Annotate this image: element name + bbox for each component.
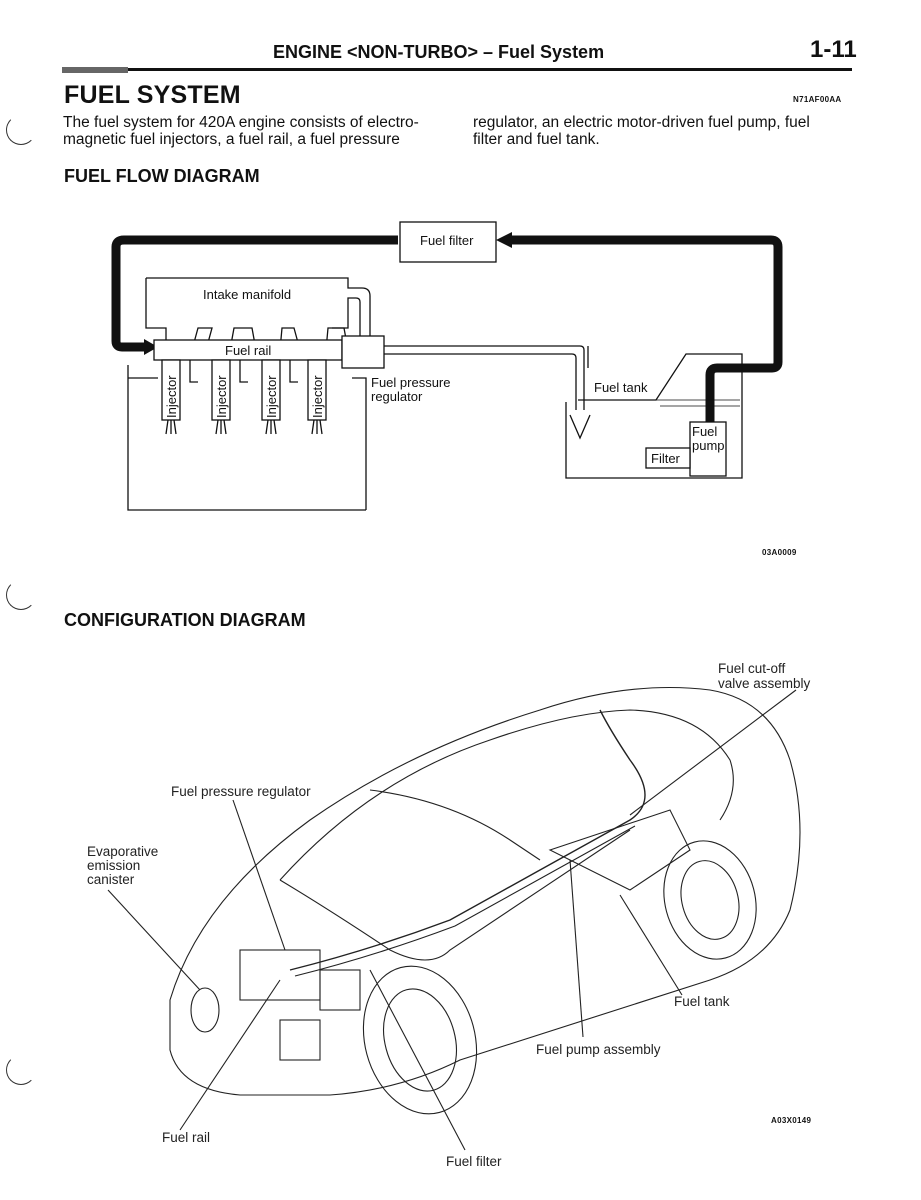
- label-injector-4: Injector: [310, 375, 325, 418]
- label-cutoff-2: valve assembly: [718, 676, 811, 691]
- label-fuel-filter: Fuel filter: [420, 233, 474, 248]
- fuel-tank-shape: [548, 809, 691, 891]
- fuel-line-pump: [505, 235, 783, 422]
- injectors: [161, 359, 327, 435]
- flow-figure-code: 03A0009: [762, 548, 797, 557]
- label-pressure-regulator-2: regulator: [371, 389, 423, 404]
- label-cutoff-1: Fuel cut-off: [718, 661, 786, 676]
- label-fuel-filter: Fuel filter: [446, 1154, 502, 1169]
- intake-manifold: [146, 277, 371, 340]
- intro-column-2: regulator, an electric motor-driven fuel…: [473, 114, 863, 148]
- label-fuel-rail: Fuel rail: [225, 343, 271, 358]
- fuel-filter-box: [399, 221, 497, 263]
- config-diagram-heading: CONFIGURATION DIAGRAM: [64, 610, 306, 630]
- label-pressure-regulator-1: Fuel pressure: [371, 375, 450, 390]
- label-fuel-tank: Fuel tank: [674, 994, 730, 1009]
- config-figure-code: A03X0149: [771, 1116, 812, 1125]
- car-body: [169, 687, 801, 1096]
- running-header-title: ENGINE <NON-TURBO> – Fuel System: [273, 42, 605, 62]
- intro-line: The fuel system for 420A engine consists…: [63, 114, 419, 131]
- flow-diagram-heading: FUEL FLOW DIAGRAM: [64, 166, 260, 186]
- label-fuel-tank: Fuel tank: [594, 380, 648, 395]
- configuration-diagram: Fuel cut-off valve assembly Fuel pressur…: [87, 661, 811, 1169]
- binding-mark: [6, 580, 36, 610]
- pressure-regulator: [341, 335, 385, 369]
- label-fuel-pump-assembly: Fuel pump assembly: [536, 1042, 661, 1057]
- intro-column-1: The fuel system for 420A engine consists…: [63, 114, 453, 148]
- binding-mark: [6, 115, 36, 145]
- canister: [190, 987, 220, 1033]
- engine-block: [239, 949, 321, 1001]
- label-evap-3: canister: [87, 872, 135, 887]
- return-line: [384, 345, 585, 410]
- label-filter: Filter: [651, 451, 681, 466]
- label-evap-2: emission: [87, 858, 140, 873]
- label-fuel-pump-1: Fuel: [692, 424, 717, 439]
- label-injector-2: Injector: [214, 375, 229, 418]
- label-pressure-regulator: Fuel pressure regulator: [171, 784, 311, 799]
- header-rule-accent: [62, 67, 128, 73]
- fuel-pump: [689, 421, 727, 477]
- intro-line: regulator, an electric motor-driven fuel…: [473, 114, 810, 131]
- label-evap-1: Evaporative: [87, 844, 158, 859]
- page-number: 1-11: [810, 36, 857, 63]
- label-fuel-pump-2: pump: [692, 438, 725, 453]
- label-intake-manifold: Intake manifold: [203, 287, 291, 302]
- intro-line: magnetic fuel injectors, a fuel rail, a …: [63, 131, 400, 148]
- label-fuel-rail: Fuel rail: [162, 1130, 210, 1145]
- fuel-flow-diagram: Fuel filter Intake manifold Fuel rail In…: [111, 221, 783, 511]
- intro-line: filter and fuel tank.: [473, 131, 600, 148]
- binding-mark: [6, 1055, 36, 1085]
- section-title: FUEL SYSTEM: [64, 81, 241, 109]
- label-injector-1: Injector: [164, 375, 179, 418]
- label-injector-3: Injector: [264, 375, 279, 418]
- header-rule: [62, 68, 852, 71]
- fuel-line-supply: [111, 235, 398, 352]
- section-code: N71AF00AA: [793, 95, 842, 104]
- tank-filter: [645, 447, 691, 469]
